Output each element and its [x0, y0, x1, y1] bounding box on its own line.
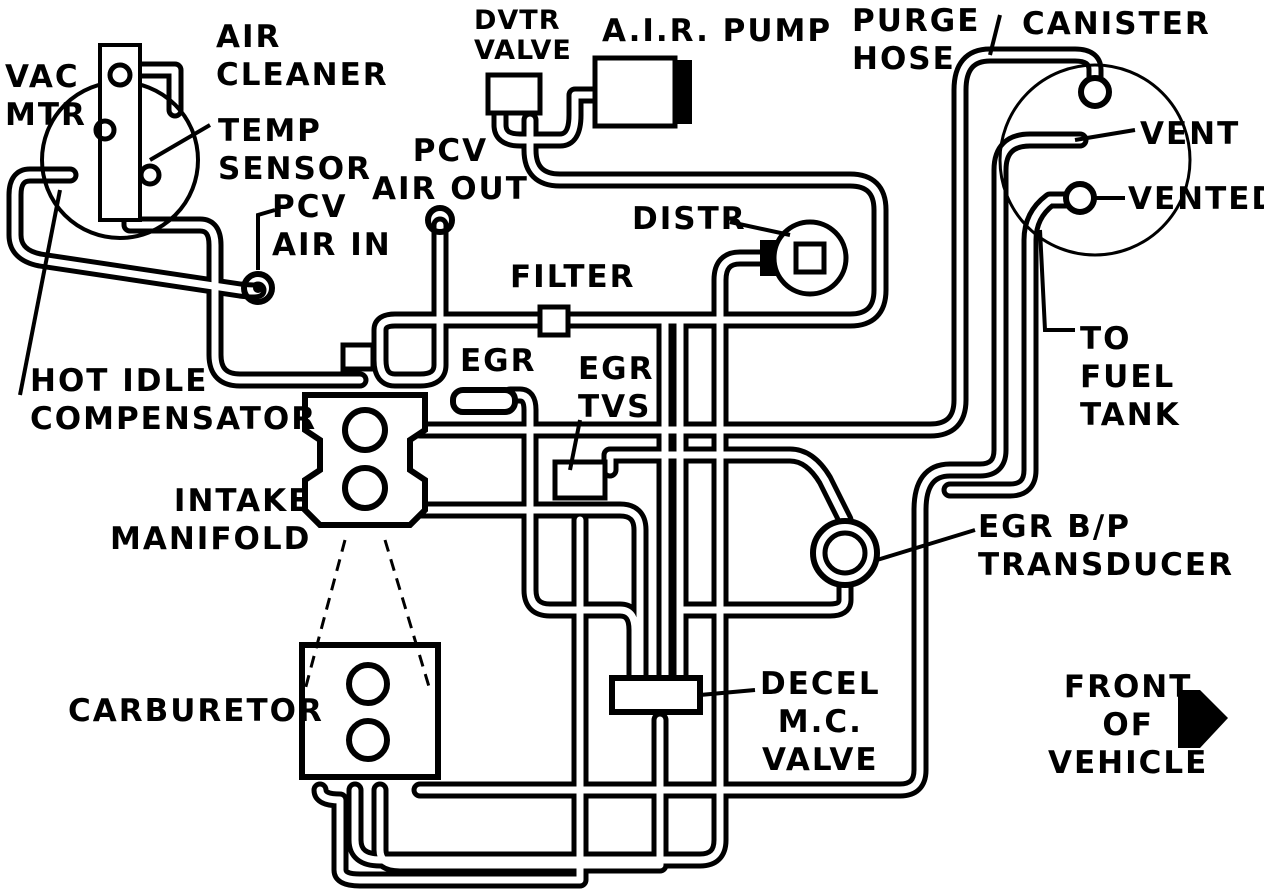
- pcv-air-out-fitting: [425, 205, 455, 235]
- leader-lines: [148, 14, 1002, 270]
- egr-tvs: [552, 419, 608, 501]
- hot-idle-compensator: [18, 189, 376, 396]
- canister: [998, 63, 1192, 332]
- front-arrow-icon: [1178, 690, 1228, 748]
- label-carburetor: CARBURETOR: [68, 693, 324, 729]
- label-vent: VENT: [1140, 116, 1241, 152]
- hoses: [6, 46, 1104, 889]
- air-cleaner: [40, 43, 200, 240]
- decel-mc-valve: [609, 675, 756, 715]
- label-canister: CANISTER: [1022, 6, 1211, 42]
- filter: [537, 304, 571, 338]
- label-distr: DISTR: [632, 201, 747, 237]
- intake-manifold: [302, 392, 428, 528]
- distributor: [729, 219, 849, 297]
- label-filter: FILTER: [510, 259, 636, 295]
- dvtr-valve: [485, 72, 543, 116]
- label-egr: EGR: [460, 343, 537, 379]
- egr-valve: [450, 387, 518, 415]
- egr-bp-transducer: [810, 518, 976, 588]
- pcv-air-in-fitting: [241, 271, 275, 305]
- air-pump: [592, 55, 692, 129]
- carburetor: [299, 539, 441, 780]
- label-air-pump: A.I.R. PUMP: [602, 13, 833, 49]
